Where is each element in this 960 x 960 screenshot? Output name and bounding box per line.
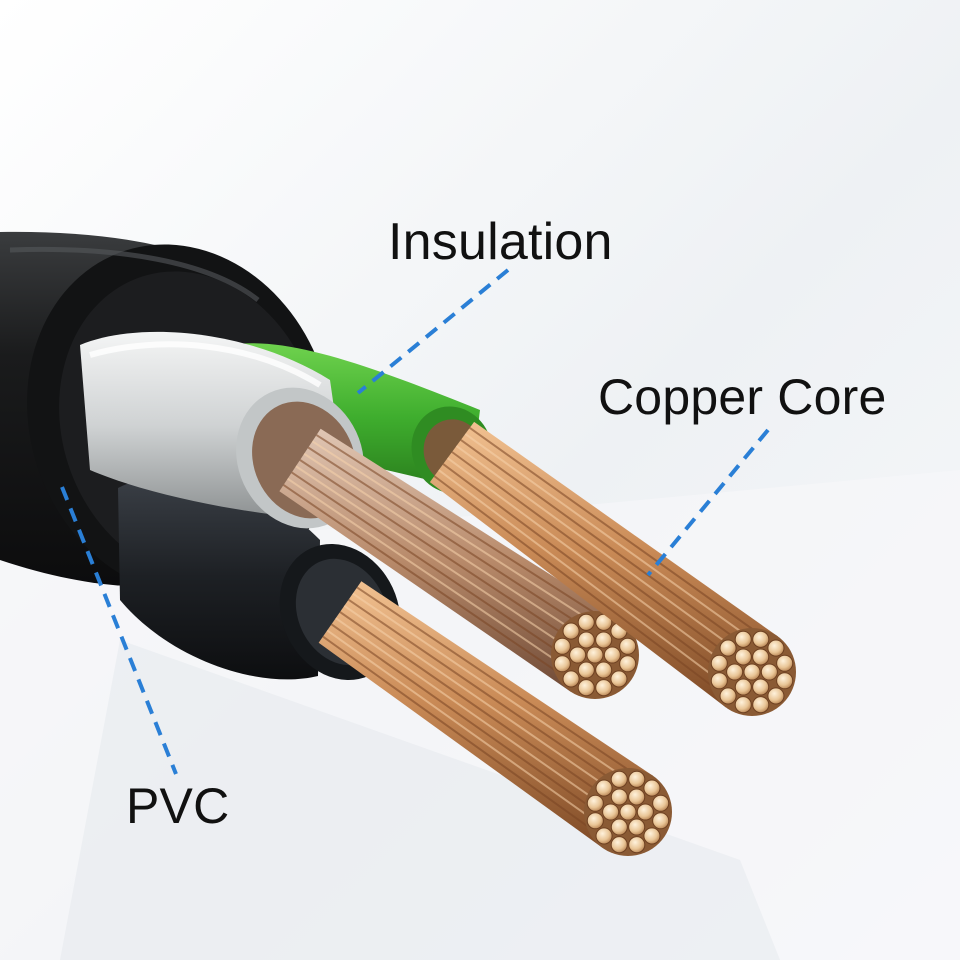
strand-end	[610, 670, 628, 688]
strand-end	[595, 661, 613, 679]
strand-end	[760, 663, 778, 681]
label-copper-core: Copper Core	[598, 369, 887, 425]
strand-line	[311, 440, 611, 634]
strand-end	[610, 818, 628, 836]
strand-end	[577, 631, 595, 649]
strand-end	[610, 788, 628, 806]
strand-line	[352, 592, 644, 792]
strand-line	[455, 445, 758, 666]
background-shadow	[60, 640, 780, 960]
strand-line	[356, 586, 649, 784]
leader-line-copper-core	[646, 428, 770, 577]
strand-end	[636, 803, 654, 821]
strand-line	[451, 451, 753, 673]
strand-end	[767, 639, 785, 657]
strand-line	[287, 477, 582, 678]
strand-end	[577, 613, 595, 631]
strand-end	[610, 836, 628, 854]
strand-end	[752, 630, 770, 648]
strand-line	[295, 465, 591, 664]
leader-line-insulation	[356, 268, 510, 395]
strand-line	[339, 611, 629, 813]
strand-line	[299, 459, 596, 656]
strand-end	[628, 788, 646, 806]
label-insulation: Insulation	[388, 213, 613, 271]
strand-line	[460, 439, 763, 659]
strand-end	[719, 687, 737, 705]
strand-end	[595, 779, 613, 797]
strand-end	[628, 770, 646, 788]
strand-line	[446, 457, 748, 680]
strand-end	[619, 803, 637, 821]
strand-end	[652, 794, 670, 812]
strand-end	[628, 818, 646, 836]
strand-end	[619, 637, 637, 655]
strand-end	[776, 654, 794, 672]
copper-strand-bundles	[279, 421, 796, 856]
strand-end	[595, 679, 613, 697]
strand-end	[562, 622, 580, 640]
strand-end	[569, 646, 587, 664]
strand-end	[595, 827, 613, 845]
strand-end	[577, 661, 595, 679]
label-pvc: PVC	[126, 778, 230, 834]
strand-end	[710, 672, 728, 690]
strand-line	[330, 623, 619, 828]
strand-end	[610, 770, 628, 788]
strand-bundle-white	[279, 428, 639, 699]
strand-end	[586, 794, 604, 812]
strand-line	[326, 629, 614, 835]
strand-line	[347, 598, 639, 799]
strand-line	[433, 475, 732, 702]
strand-end	[734, 678, 752, 696]
strand-end	[553, 637, 571, 655]
strand-end	[602, 803, 620, 821]
strand-end	[719, 639, 737, 657]
strand-end	[743, 663, 761, 681]
strand-bundle-green	[429, 421, 796, 716]
leader-line-pvc	[60, 486, 178, 775]
strand-end	[776, 672, 794, 690]
strand-end	[603, 646, 621, 664]
strand-line	[291, 471, 586, 671]
strand-end	[752, 648, 770, 666]
strand-line	[343, 605, 634, 806]
strand-end	[562, 670, 580, 688]
strand-line	[469, 427, 774, 645]
strand-end	[652, 812, 670, 830]
strand-line	[322, 635, 609, 842]
leader-lines	[60, 268, 770, 775]
strand-end	[619, 655, 637, 673]
strand-end	[726, 663, 744, 681]
strand-end	[577, 679, 595, 697]
strand-end	[586, 812, 604, 830]
strand-line	[303, 452, 601, 649]
strand-end	[595, 631, 613, 649]
strand-line	[438, 469, 737, 695]
strand-end	[752, 696, 770, 714]
strand-line	[464, 433, 769, 652]
strand-end	[586, 646, 604, 664]
strand-end	[767, 687, 785, 705]
strand-end	[710, 654, 728, 672]
strand-end	[734, 648, 752, 666]
strand-end	[752, 678, 770, 696]
strand-end	[734, 696, 752, 714]
strand-bundle-black	[318, 581, 672, 856]
strand-end	[734, 630, 752, 648]
strand-end	[628, 836, 646, 854]
strand-line	[315, 434, 615, 627]
strand-line	[442, 463, 743, 687]
strand-end	[643, 779, 661, 797]
strand-end	[553, 655, 571, 673]
strand-end	[643, 827, 661, 845]
strand-line	[282, 484, 577, 686]
strand-line	[307, 446, 606, 642]
strand-line	[335, 617, 624, 821]
